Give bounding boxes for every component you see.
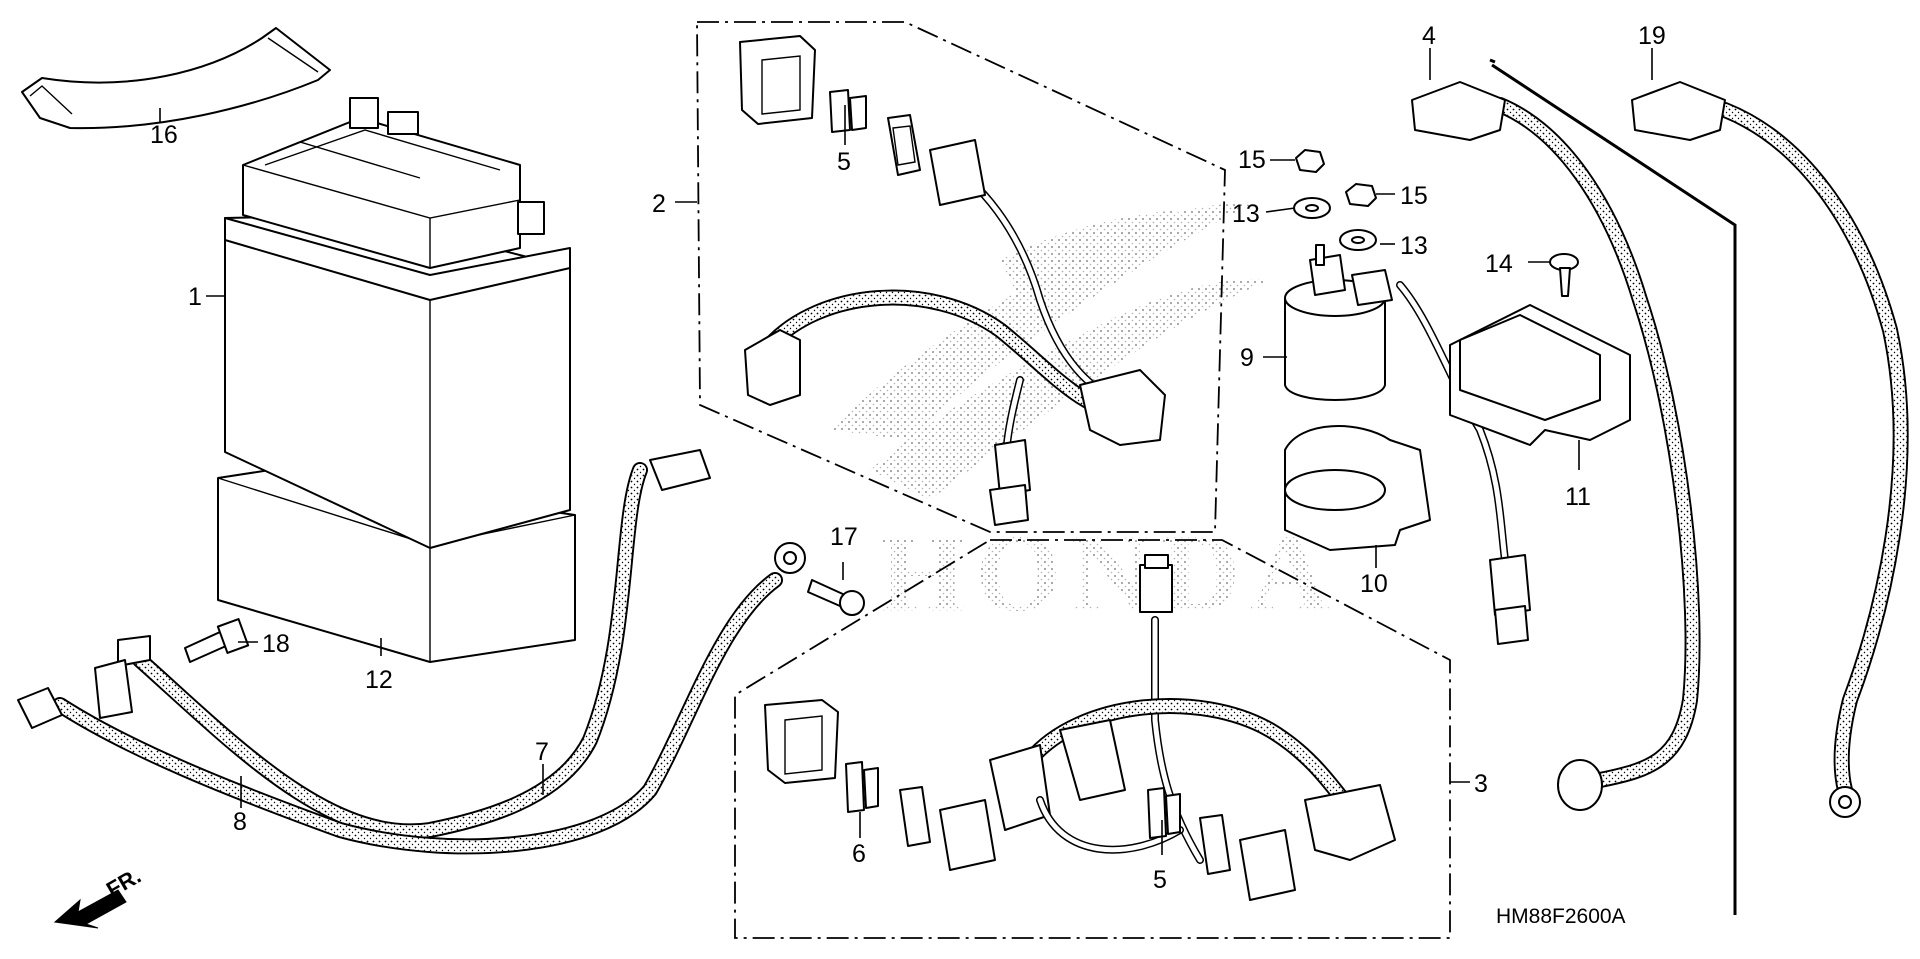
- callout-2: 2: [652, 190, 666, 218]
- callout-4: 4: [1422, 22, 1436, 50]
- callout-9: 9: [1240, 344, 1254, 372]
- callout-15-left: 15: [1238, 146, 1266, 174]
- callout-1: 1: [188, 283, 202, 311]
- watermark-text: HONDA: [880, 512, 1339, 634]
- callout-17: 17: [830, 523, 858, 551]
- callout-15-right: 15: [1400, 182, 1428, 210]
- starter-cable-4: [1411, 81, 1701, 811]
- screw-14: [1549, 253, 1579, 297]
- callout-14: 14: [1485, 250, 1513, 278]
- callout-8: 8: [233, 808, 247, 836]
- front-direction: FR.: [53, 863, 145, 929]
- battery: [224, 97, 571, 549]
- callout-13-left: 13: [1232, 200, 1260, 228]
- negative-cable: [17, 542, 806, 855]
- callout-18: 18: [262, 630, 290, 658]
- callout-7: 7: [535, 738, 549, 766]
- cable-19: [1631, 81, 1909, 818]
- callout-6: 6: [852, 840, 866, 868]
- starter-relay: [1284, 244, 1531, 645]
- diagram-code: HM88F2600A: [1496, 905, 1626, 928]
- frame-rail-right: [1489, 58, 1496, 64]
- callout-19: 19: [1638, 22, 1666, 50]
- callout-5-upper: 5: [837, 148, 851, 176]
- frame-rail-left: [1491, 63, 1737, 915]
- relay-bracket: [1449, 304, 1631, 446]
- callout-11: 11: [1565, 483, 1591, 511]
- callout-13-right: 13: [1400, 232, 1428, 260]
- callout-16: 16: [150, 121, 178, 149]
- washer-13a: [1293, 197, 1331, 219]
- arrow-down-left-icon: [53, 889, 127, 929]
- sub-harness-lower: [764, 554, 1396, 901]
- bolt-17: [807, 579, 865, 616]
- nut-15a: [1295, 149, 1325, 173]
- subassembly-boundary-3: [734, 539, 1451, 939]
- positive-cable: [117, 449, 711, 840]
- honda-watermark: HONDA: [830, 204, 1339, 634]
- leader-lines: [159, 48, 1653, 855]
- sub-harness-upper: [739, 35, 1166, 526]
- callout-10: 10: [1360, 570, 1388, 598]
- battery-band: [21, 27, 331, 130]
- callout-3: 3: [1474, 770, 1488, 798]
- callout-12: 12: [365, 666, 393, 694]
- callout-labels: 1 2 3 4 5 5 6 7 8 9 10 11 12 13 13 14 15…: [150, 22, 1666, 894]
- subassembly-boundary-2: [696, 21, 1226, 533]
- bolt-18: [184, 618, 250, 663]
- washer-13b: [1339, 229, 1377, 251]
- nut-15b: [1345, 183, 1377, 207]
- relay-cover: [1284, 425, 1431, 551]
- callout-5-lower: 5: [1153, 866, 1167, 894]
